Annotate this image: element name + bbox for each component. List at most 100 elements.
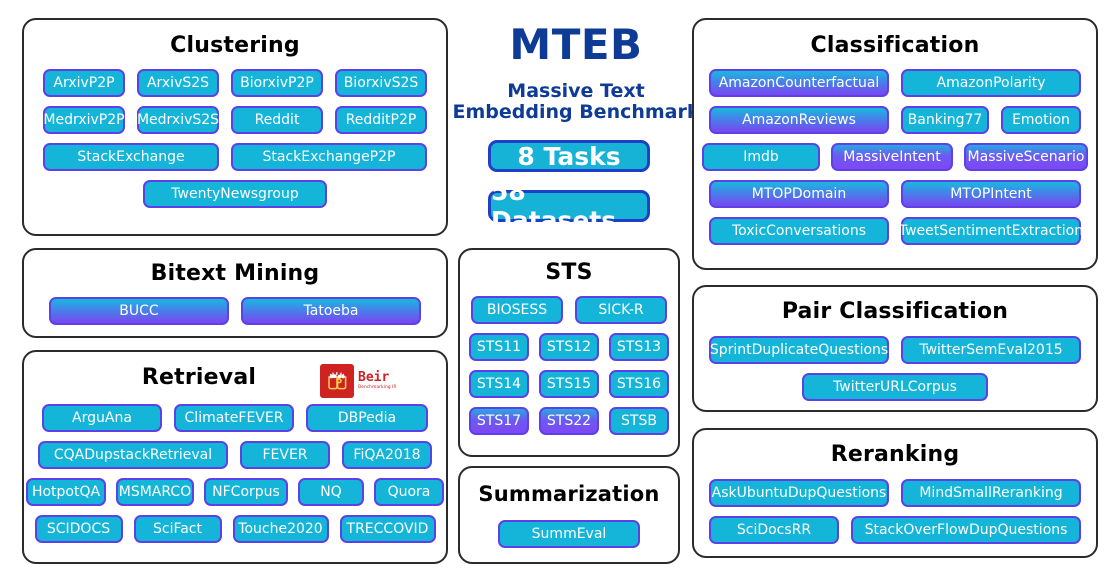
chip-cqadupstackretrieval[interactable]: CQADupstackRetrieval bbox=[38, 441, 228, 469]
chip-scidocsrr[interactable]: SciDocsRR bbox=[709, 516, 839, 544]
chip-banking77[interactable]: Banking77 bbox=[901, 106, 989, 134]
chip-medrxivs2s[interactable]: MedrxivS2S bbox=[137, 106, 219, 134]
panel-retrieval-rows: ArguAna ClimateFEVER DBPedia CQADupstack… bbox=[24, 404, 446, 543]
panel-classification-title: Classification bbox=[810, 33, 980, 58]
panel-bitext-mining-rows: BUCC Tatoeba bbox=[24, 297, 446, 325]
chip-row: TwentyNewsgroup bbox=[24, 180, 446, 208]
panel-clustering-rows: ArxivP2P ArxivS2S BiorxivP2P BiorxivS2S … bbox=[24, 69, 446, 208]
mteb-title: MTEB bbox=[509, 20, 643, 69]
datasets-count-chip[interactable]: 58 Datasets bbox=[488, 177, 650, 235]
panel-sts: STS BIOSESS SICK-R STS11 STS12 STS13 STS… bbox=[458, 248, 680, 457]
panel-pair-classification-title: Pair Classification bbox=[781, 299, 1009, 324]
chip-treccovid[interactable]: TRECCOVID bbox=[339, 515, 436, 543]
panel-reranking-title: Reranking bbox=[830, 442, 960, 467]
chip-amazoncounterfactual[interactable]: AmazonCounterfactual bbox=[709, 69, 889, 97]
panel-retrieval-title: Retrieval bbox=[141, 365, 257, 390]
panel-classification-rows: AmazonCounterfactual AmazonPolarity Amaz… bbox=[694, 69, 1096, 245]
chip-row: MTOPDomain MTOPIntent bbox=[694, 180, 1096, 208]
chip-climatefever[interactable]: ClimateFEVER bbox=[174, 404, 294, 432]
chip-massivescenario[interactable]: MassiveScenario bbox=[964, 143, 1088, 171]
chip-imdb[interactable]: Imdb bbox=[702, 143, 820, 171]
chip-row: STS17 STS22 STSB bbox=[460, 407, 678, 435]
chip-tatoeba[interactable]: Tatoeba bbox=[241, 297, 421, 325]
chip-fever[interactable]: FEVER bbox=[240, 441, 330, 469]
panel-pair-classification-rows: SprintDuplicateQuestions TwitterSemEval2… bbox=[694, 336, 1096, 401]
chip-redditp2p[interactable]: RedditP2P bbox=[335, 106, 427, 134]
chip-sprintduplicatequestions[interactable]: SprintDuplicateQuestions bbox=[709, 336, 889, 364]
chip-mtopdomain[interactable]: MTOPDomain bbox=[709, 180, 889, 208]
tasks-count-chip[interactable]: 8 Tasks bbox=[488, 140, 650, 172]
chip-mindsmallreranking[interactable]: MindSmallReranking bbox=[901, 479, 1081, 507]
chip-arguana[interactable]: ArguAna bbox=[42, 404, 162, 432]
chip-stackexchangep2p[interactable]: StackExchangeP2P bbox=[231, 143, 427, 171]
chip-sts14[interactable]: STS14 bbox=[469, 370, 529, 398]
chip-sts17[interactable]: STS17 bbox=[469, 407, 529, 435]
panel-summarization-rows: SummEval bbox=[460, 520, 678, 548]
chip-amazonpolarity[interactable]: AmazonPolarity bbox=[901, 69, 1081, 97]
chip-arxivp2p[interactable]: ArxivP2P bbox=[43, 69, 125, 97]
chip-summeval[interactable]: SummEval bbox=[498, 520, 640, 548]
chip-dbpedia[interactable]: DBPedia bbox=[306, 404, 428, 432]
chip-toxicconversations[interactable]: ToxicConversations bbox=[709, 217, 889, 245]
panel-classification: Classification AmazonCounterfactual Amaz… bbox=[692, 18, 1098, 270]
chip-twentynewsgroup[interactable]: TwentyNewsgroup bbox=[143, 180, 327, 208]
chip-row: AskUbuntuDupQuestions MindSmallReranking bbox=[694, 479, 1096, 507]
chip-scidocs[interactable]: SCIDOCS bbox=[34, 515, 123, 543]
chip-sts11[interactable]: STS11 bbox=[469, 333, 529, 361]
chip-row: AmazonCounterfactual AmazonPolarity bbox=[694, 69, 1096, 97]
chip-medrxivp2p[interactable]: MedrxivP2P bbox=[43, 106, 125, 134]
chip-biorxivp2p[interactable]: BiorxivP2P bbox=[231, 69, 323, 97]
chip-emotion[interactable]: Emotion bbox=[1001, 106, 1081, 134]
beer-mugs-icon bbox=[320, 364, 354, 398]
chip-sick-r[interactable]: SICK-R bbox=[575, 296, 667, 324]
chip-sts15[interactable]: STS15 bbox=[539, 370, 599, 398]
panel-clustering-title: Clustering bbox=[170, 33, 300, 58]
chip-mtopintent[interactable]: MTOPIntent bbox=[901, 180, 1081, 208]
chip-reddit[interactable]: Reddit bbox=[231, 106, 323, 134]
chip-twittersemeval2015[interactable]: TwitterSemEval2015 bbox=[901, 336, 1081, 364]
beir-wordmark: Beir Benchmarking IR bbox=[358, 371, 396, 391]
panel-bitext-mining: Bitext Mining BUCC Tatoeba bbox=[22, 248, 448, 338]
chip-hotpotqa[interactable]: HotpotQA bbox=[26, 478, 106, 506]
chip-row: STS11 STS12 STS13 bbox=[460, 333, 678, 361]
chip-bucc[interactable]: BUCC bbox=[49, 297, 229, 325]
chip-tweetsentimentextraction[interactable]: TweetSentimentExtraction bbox=[899, 217, 1083, 245]
chip-row: ArxivP2P ArxivS2S BiorxivP2P BiorxivS2S bbox=[24, 69, 446, 97]
chip-sts22[interactable]: STS22 bbox=[539, 407, 599, 435]
chip-row: TwitterURLCorpus bbox=[694, 373, 1096, 401]
beir-name: Beir bbox=[358, 370, 390, 386]
chip-nfcorpus[interactable]: NFCorpus bbox=[204, 478, 288, 506]
panel-bitext-mining-title: Bitext Mining bbox=[150, 261, 320, 286]
panel-summarization: Summarization SummEval bbox=[458, 466, 680, 564]
chip-row: StackExchange StackExchangeP2P bbox=[24, 143, 446, 171]
beir-logo: Beir Benchmarking IR bbox=[320, 364, 396, 398]
chip-quora[interactable]: Quora bbox=[374, 478, 444, 506]
chip-stsb[interactable]: STSB bbox=[609, 407, 669, 435]
chip-arxivs2s[interactable]: ArxivS2S bbox=[137, 69, 219, 97]
chip-row: SummEval bbox=[460, 520, 678, 548]
chip-twitterurlcorpus[interactable]: TwitterURLCorpus bbox=[802, 373, 988, 401]
chip-row: SciDocsRR StackOverFlowDupQuestions bbox=[694, 516, 1096, 544]
panel-reranking-rows: AskUbuntuDupQuestions MindSmallReranking… bbox=[694, 479, 1096, 544]
chip-row: AmazonReviews Banking77 Emotion bbox=[694, 106, 1096, 134]
chip-sts13[interactable]: STS13 bbox=[609, 333, 669, 361]
chip-touche2020[interactable]: Touche2020 bbox=[232, 515, 329, 543]
chip-msmarco[interactable]: MSMARCO bbox=[116, 478, 194, 506]
chip-row: ToxicConversations TweetSentimentExtract… bbox=[694, 217, 1096, 245]
panel-sts-title: STS bbox=[545, 260, 593, 285]
chip-row: Imdb MassiveIntent MassiveScenario bbox=[694, 143, 1096, 171]
chip-sts16[interactable]: STS16 bbox=[609, 370, 669, 398]
chip-amazonreviews[interactable]: AmazonReviews bbox=[709, 106, 889, 134]
chip-stackoverflowdupquestions[interactable]: StackOverFlowDupQuestions bbox=[851, 516, 1081, 544]
chip-biorxivs2s[interactable]: BiorxivS2S bbox=[335, 69, 427, 97]
chip-biosess[interactable]: BIOSESS bbox=[471, 296, 563, 324]
chip-nq[interactable]: NQ bbox=[298, 478, 364, 506]
chip-massiveintent[interactable]: MassiveIntent bbox=[831, 143, 953, 171]
chip-row: BUCC Tatoeba bbox=[24, 297, 446, 325]
chip-sts12[interactable]: STS12 bbox=[539, 333, 599, 361]
chip-askubuntudupquestions[interactable]: AskUbuntuDupQuestions bbox=[709, 479, 889, 507]
mteb-subtitle-line2: Embedding Benchmark bbox=[452, 101, 700, 123]
chip-fiqa2018[interactable]: FiQA2018 bbox=[342, 441, 432, 469]
chip-stackexchange[interactable]: StackExchange bbox=[43, 143, 219, 171]
chip-scifact[interactable]: SciFact bbox=[133, 515, 222, 543]
